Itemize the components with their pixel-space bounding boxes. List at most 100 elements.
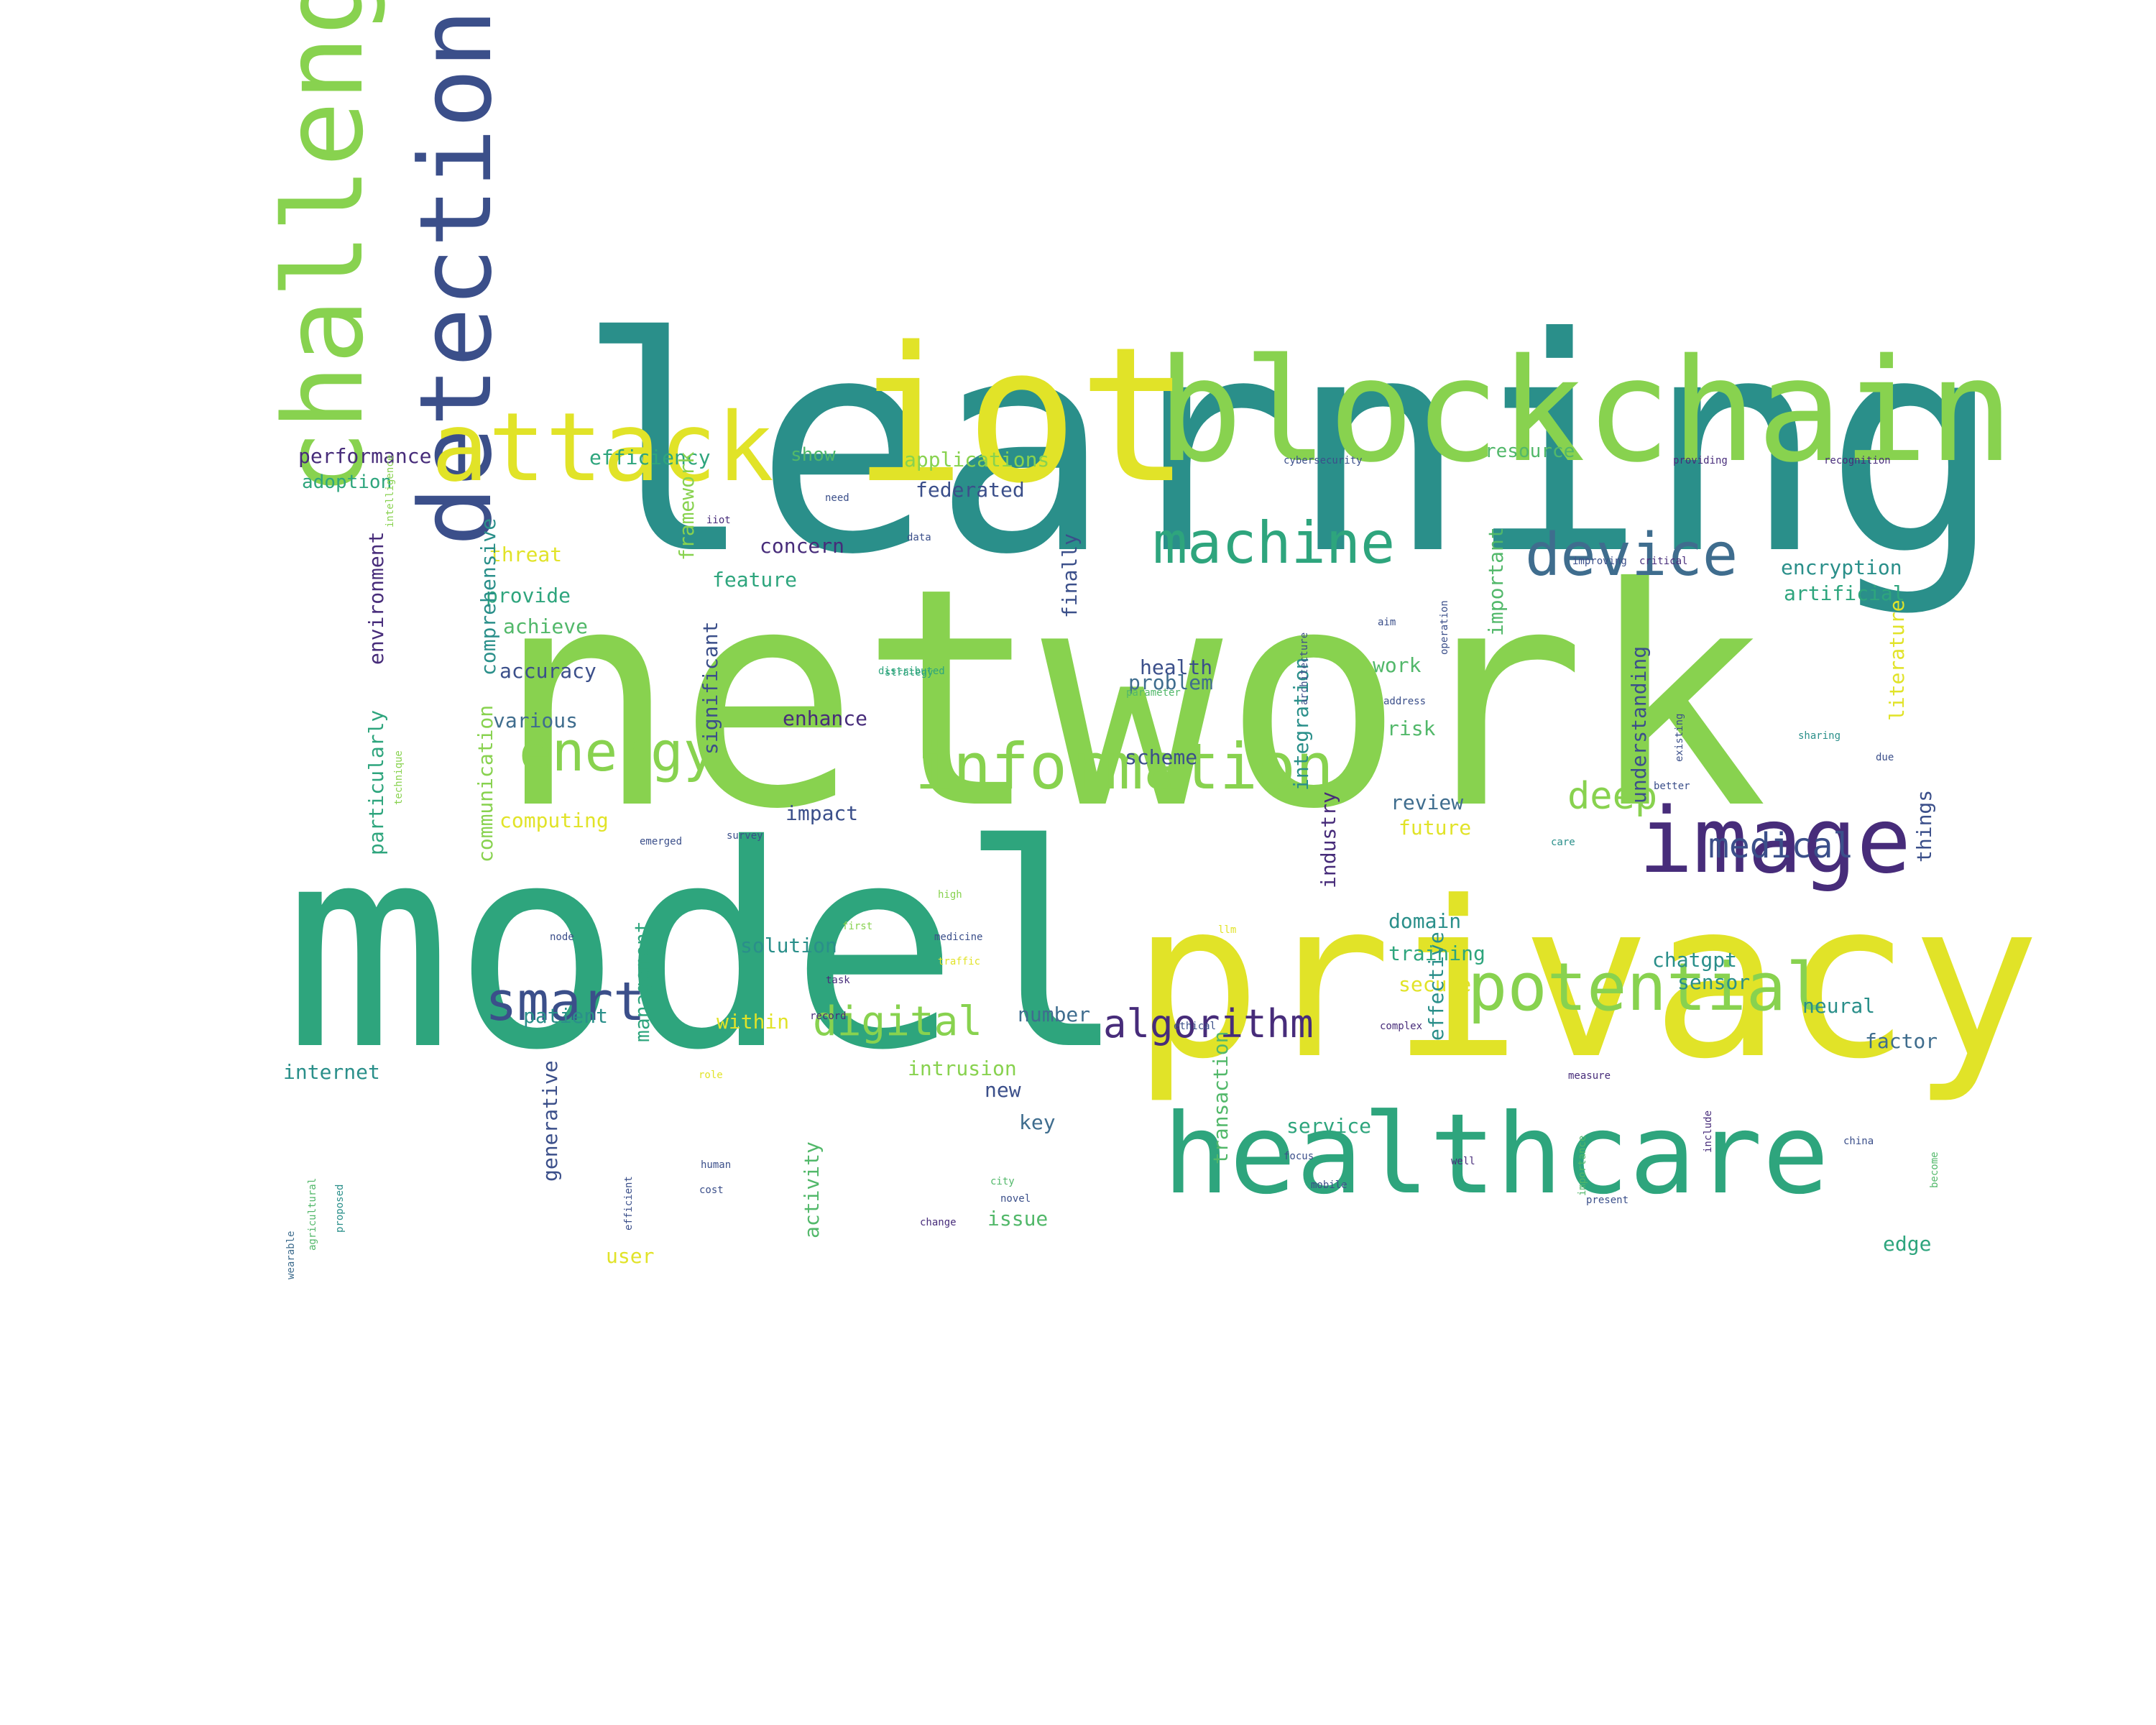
- word-healthcare: healthcare: [1163, 1090, 1830, 1219]
- word-deep: deep: [1567, 775, 1658, 819]
- word-human: human: [701, 1159, 732, 1172]
- word-survey: survey: [727, 830, 763, 842]
- word-performance: performance: [298, 444, 432, 469]
- word-machine: machine: [1153, 509, 1396, 576]
- word-work: work: [1373, 653, 1422, 678]
- word-first: first: [842, 921, 873, 933]
- word-significant: significant: [699, 621, 722, 755]
- word-care: care: [1551, 837, 1575, 849]
- word-providing: providing: [1673, 455, 1728, 467]
- word-applications: applications: [904, 448, 1050, 472]
- word-recognition: recognition: [1824, 455, 1891, 467]
- word-need: need: [825, 492, 849, 505]
- word-feature: feature: [712, 568, 798, 592]
- word-sharing: sharing: [1798, 730, 1841, 742]
- word-energy: energy: [519, 719, 717, 783]
- word-intelligence: intelligence: [384, 454, 396, 528]
- word-architecture: architecture: [1299, 632, 1310, 705]
- word-digital: digital: [813, 998, 983, 1046]
- word-complex: complex: [1380, 1021, 1423, 1033]
- word-smart: smart: [485, 971, 645, 1034]
- word-city: city: [990, 1176, 1015, 1188]
- word-issue: issue: [987, 1207, 1049, 1231]
- word-medical: medical: [1708, 825, 1854, 866]
- word-traffic: traffic: [938, 956, 981, 968]
- word-resource: resource: [1485, 440, 1575, 462]
- word-management: management: [630, 921, 654, 1042]
- word-information: information: [915, 730, 1334, 804]
- word-edge: edge: [1883, 1232, 1932, 1256]
- word-attack: attack: [431, 392, 774, 504]
- word-concern: concern: [760, 534, 845, 558]
- word-neural: neural: [1802, 994, 1876, 1018]
- word-threat: threat: [489, 543, 563, 567]
- word-future: future: [1399, 816, 1472, 840]
- word-comprehensive: comprehensive: [476, 518, 500, 676]
- word-iot: iot: [853, 308, 1191, 525]
- word-impact: impact: [786, 801, 859, 826]
- word-distributed: distributed: [878, 666, 945, 678]
- word-agricultural: agricultural: [307, 1177, 318, 1251]
- word-framework: framework: [675, 451, 699, 561]
- word-new: new: [985, 1078, 1021, 1103]
- word-privacy: privacy: [1132, 855, 2041, 1106]
- word-high: high: [938, 889, 962, 901]
- word-important: important: [1484, 527, 1508, 636]
- word-cybersecurity: cybersecurity: [1284, 455, 1363, 467]
- word-domain: domain: [1388, 909, 1462, 934]
- word-accuracy: accuracy: [499, 659, 596, 684]
- word-number: number: [1018, 1003, 1091, 1027]
- word-become: become: [1929, 1151, 1940, 1188]
- word-potential: potential: [1468, 949, 1826, 1026]
- word-measure: measure: [1568, 1070, 1611, 1082]
- word-within: within: [717, 1010, 790, 1034]
- word-record: record: [810, 1011, 847, 1023]
- word-improving: improving: [1572, 556, 1627, 568]
- word-transaction: transaction: [1209, 1031, 1233, 1164]
- word-adoption: adoption: [302, 471, 392, 493]
- word-mobile: mobile: [1311, 1179, 1348, 1192]
- word-computing: computing: [499, 809, 609, 833]
- word-existing: existing: [1674, 713, 1685, 762]
- word-understanding: understanding: [1627, 645, 1651, 804]
- word-aim: aim: [1378, 617, 1396, 629]
- word-user: user: [606, 1244, 655, 1269]
- word-activity: activity: [800, 1141, 824, 1238]
- word-factor: factor: [1865, 1029, 1938, 1054]
- word-artificial: artificial: [1784, 581, 1905, 606]
- word-generative: generative: [538, 1060, 562, 1182]
- word-various: various: [493, 709, 579, 733]
- word-enhance: enhance: [783, 707, 868, 731]
- word-scheme: scheme: [1125, 745, 1198, 770]
- word-secure: secure: [1399, 972, 1472, 997]
- word-llm: llm: [1218, 924, 1237, 937]
- word-china: china: [1843, 1136, 1874, 1148]
- word-health: health: [1140, 656, 1213, 680]
- word-efficient: efficient: [623, 1176, 635, 1230]
- word-particularly: particularly: [364, 709, 388, 855]
- word-image: image: [1639, 787, 1912, 893]
- word-focus: focus: [1284, 1151, 1314, 1163]
- word-strategy: strategy: [885, 667, 934, 679]
- word-ethical: ethical: [1174, 1021, 1217, 1033]
- word-due: due: [1876, 752, 1894, 764]
- word-parameter: parameter: [1126, 687, 1181, 699]
- word-include: include: [1703, 1110, 1714, 1153]
- word-effective: effective: [1424, 932, 1448, 1041]
- word-algorithm: algorithm: [1103, 1000, 1314, 1046]
- word-cost: cost: [699, 1184, 724, 1197]
- word-provide: provide: [486, 584, 571, 608]
- word-problem: problem: [1128, 671, 1214, 695]
- word-wearable: wearable: [285, 1230, 297, 1279]
- word-achieve: achieve: [503, 615, 589, 639]
- word-service: service: [1286, 1114, 1372, 1138]
- word-better: better: [1654, 781, 1690, 793]
- word-training: training: [1388, 942, 1485, 966]
- word-device: device: [1525, 521, 1738, 590]
- word-well: well: [1451, 1156, 1475, 1168]
- word-novel: novel: [1000, 1193, 1031, 1205]
- word-network: network: [496, 524, 1769, 876]
- word-node: node: [550, 932, 574, 944]
- word-communication: communication: [474, 704, 497, 862]
- word-internet: internet: [283, 1060, 380, 1085]
